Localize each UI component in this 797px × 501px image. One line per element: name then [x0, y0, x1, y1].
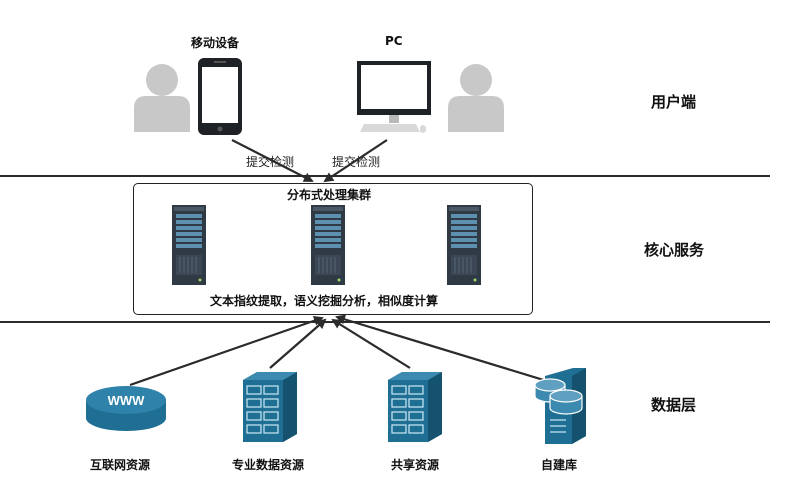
user-person-icon-left	[134, 64, 190, 132]
arrow-professional-to-cluster	[269, 318, 327, 369]
user-person-icon-right	[448, 64, 504, 132]
source-label-professional: 专业数据资源	[232, 458, 305, 472]
database-server-icon	[534, 368, 586, 444]
arrow-selfbuilt-to-cluster	[335, 314, 561, 387]
cluster-description: 文本指纹提取，语义挖掘分析，相似度计算	[210, 294, 439, 308]
layer-label-data: 数据层	[651, 396, 697, 414]
source-label-selfbuilt: 自建库	[541, 458, 578, 472]
submit-label-right: 提交检测	[332, 155, 381, 169]
pc-monitor-icon	[357, 61, 431, 133]
cluster-server-icon-3	[446, 204, 482, 286]
mobile-phone-icon	[198, 58, 242, 135]
cluster-title: 分布式处理集群	[287, 188, 372, 202]
layer-label-user: 用户端	[651, 93, 697, 111]
source-label-shared: 共享资源	[391, 458, 440, 472]
arrow-mobile-to-cluster	[231, 139, 314, 182]
layer-label-core: 核心服务	[644, 241, 705, 259]
www-badge-text: WWW	[108, 393, 146, 408]
pc-label: PC	[385, 34, 403, 48]
cluster-server-icon-1	[171, 204, 207, 286]
professional-server-rack-icon	[242, 371, 298, 443]
www-database-icon: WWW	[86, 386, 166, 431]
divider-user-core	[0, 175, 770, 177]
mobile-device-label: 移动设备	[191, 36, 240, 50]
arrow-pc-to-cluster	[323, 139, 388, 183]
cluster-server-icon-2	[310, 204, 346, 286]
arrow-shared-to-cluster	[331, 318, 411, 369]
arrow-internet-to-cluster	[129, 315, 324, 387]
shared-server-rack-icon	[387, 371, 443, 443]
source-label-internet: 互联网资源	[90, 458, 151, 472]
divider-core-data	[0, 321, 770, 323]
